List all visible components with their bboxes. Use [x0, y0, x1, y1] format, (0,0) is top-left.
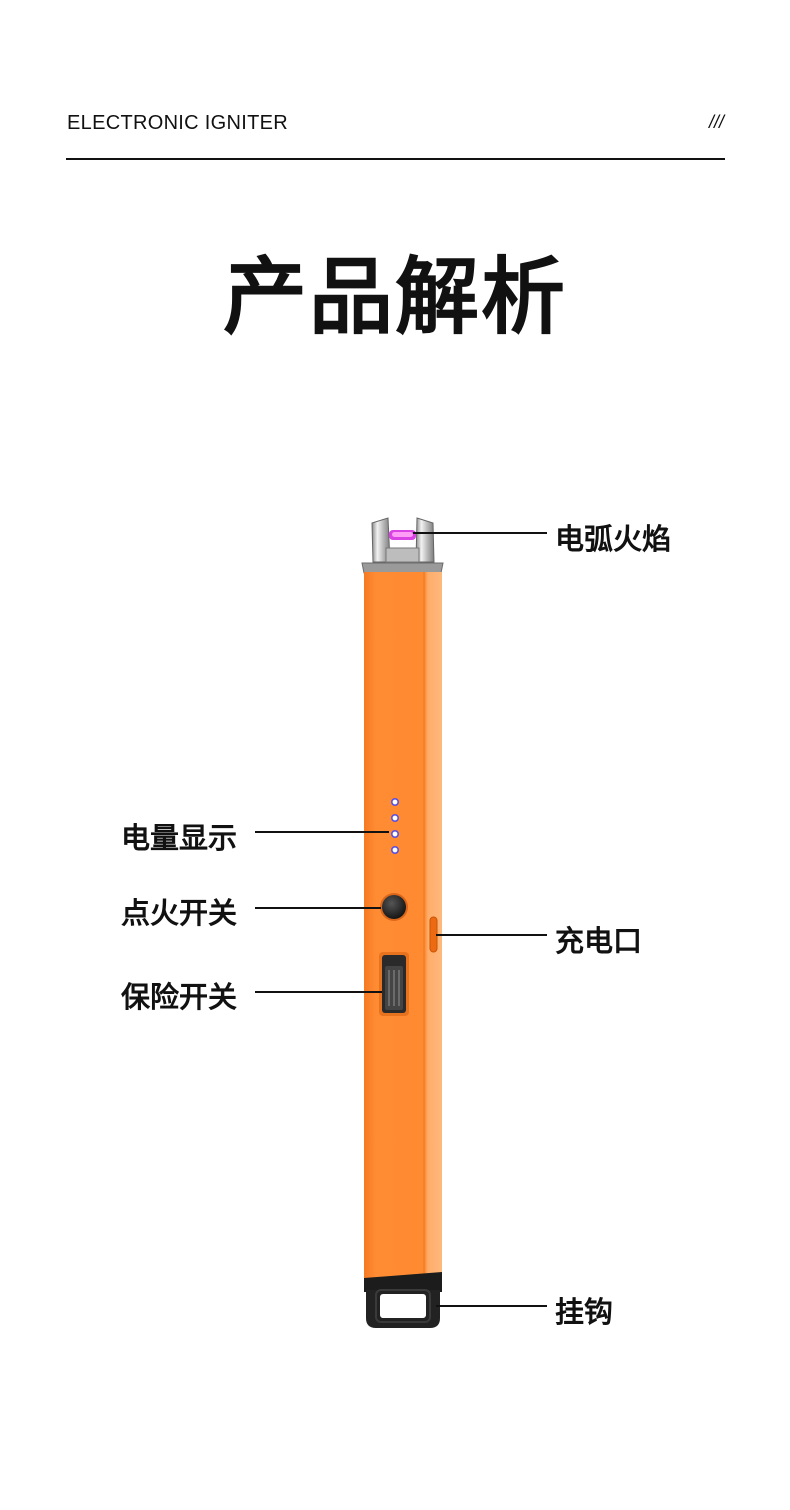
battery-indicator-leader	[255, 831, 389, 833]
page-title: 产品解析	[222, 248, 567, 346]
igniter-body	[364, 572, 442, 1280]
hook-leader	[436, 1305, 547, 1307]
charging-port-leader	[436, 934, 547, 936]
safety-switch-label: 保险开关	[121, 980, 238, 1014]
safety-switch-leader	[255, 991, 382, 993]
arc-flame-icon	[389, 530, 416, 540]
battery-indicator-icon	[390, 797, 399, 854]
brand-header: ELECTRONIC IGNITER	[67, 112, 288, 134]
arc-flame-leader	[413, 532, 547, 534]
header-decoration: ///	[708, 112, 724, 132]
ignition-switch-label: 点火开关	[121, 896, 238, 930]
hook-label: 挂钩	[555, 1295, 614, 1329]
ignition-switch-leader	[255, 907, 381, 909]
battery-indicator-label: 电量显示	[121, 821, 238, 855]
arc-electrodes	[371, 517, 435, 563]
hook-icon	[364, 1272, 442, 1328]
ignition-button-icon	[380, 893, 408, 921]
arc-flame-label: 电弧火焰	[555, 522, 672, 556]
header-divider	[66, 158, 725, 160]
top-cap	[361, 562, 444, 574]
safety-slider-icon	[379, 952, 409, 1016]
charging-port-label: 充电口	[555, 924, 643, 958]
